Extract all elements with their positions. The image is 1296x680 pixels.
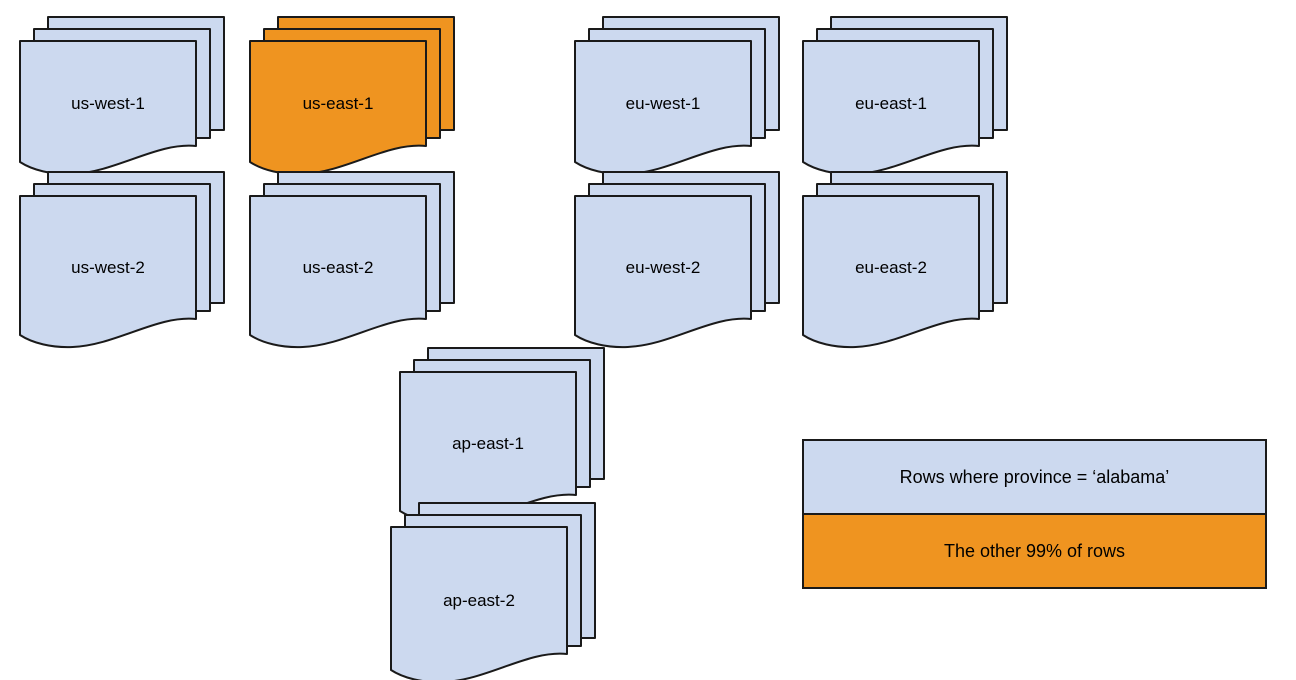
stack-label-us-west-1: us-west-1 [71, 94, 145, 113]
stack-label-us-east-2: us-east-2 [303, 258, 374, 277]
document-stack-ap-east-2[interactable]: ap-east-2 [390, 502, 596, 680]
legend-other-rows[interactable]: The other 99% of rows [802, 513, 1267, 589]
stack-label-ap-east-1: ap-east-1 [452, 434, 524, 453]
stack-front-document-us-west-2 [19, 195, 197, 349]
stack-label-eu-west-1: eu-west-1 [626, 94, 701, 113]
stack-front-document-us-east-2 [249, 195, 427, 349]
stack-label-us-east-1: us-east-1 [303, 94, 374, 113]
legend-other-rows-label: The other 99% of rows [944, 541, 1125, 561]
stack-label-eu-west-2: eu-west-2 [626, 258, 701, 277]
document-stack-eu-west-1[interactable]: eu-west-1 [574, 16, 780, 176]
document-stack-us-west-2[interactable]: us-west-2 [19, 171, 225, 349]
document-stack-eu-east-2[interactable]: eu-east-2 [802, 171, 1008, 349]
document-stack-us-west-1[interactable]: us-west-1 [19, 16, 225, 176]
document-stack-ap-east-1[interactable]: ap-east-1 [399, 347, 605, 525]
document-stack-eu-west-2[interactable]: eu-west-2 [574, 171, 780, 349]
document-stack-us-east-1[interactable]: us-east-1 [249, 16, 455, 176]
stack-front-document-eu-east-2 [802, 195, 980, 349]
stack-label-eu-east-1: eu-east-1 [855, 94, 927, 113]
document-stack-us-east-2[interactable]: us-east-2 [249, 171, 455, 349]
legend-rows-alabama[interactable]: Rows where province = ‘alabama’ [802, 439, 1267, 515]
legend-rows-alabama-label: Rows where province = ‘alabama’ [900, 467, 1170, 487]
document-stacks-layer: us-west-1 us-east-1 eu-west-1 eu-east-1 us-w… [19, 16, 1008, 680]
legend-rows-alabama-swatch [802, 439, 1267, 515]
stack-label-eu-east-2: eu-east-2 [855, 258, 927, 277]
document-stack-eu-east-1[interactable]: eu-east-1 [802, 16, 1008, 176]
legend-other-rows-swatch [802, 513, 1267, 589]
stack-label-ap-east-2: ap-east-2 [443, 591, 515, 610]
legend: Rows where province = ‘alabama’ The other… [802, 439, 1267, 589]
stack-front-document-eu-west-2 [574, 195, 752, 349]
stack-label-us-west-2: us-west-2 [71, 258, 145, 277]
